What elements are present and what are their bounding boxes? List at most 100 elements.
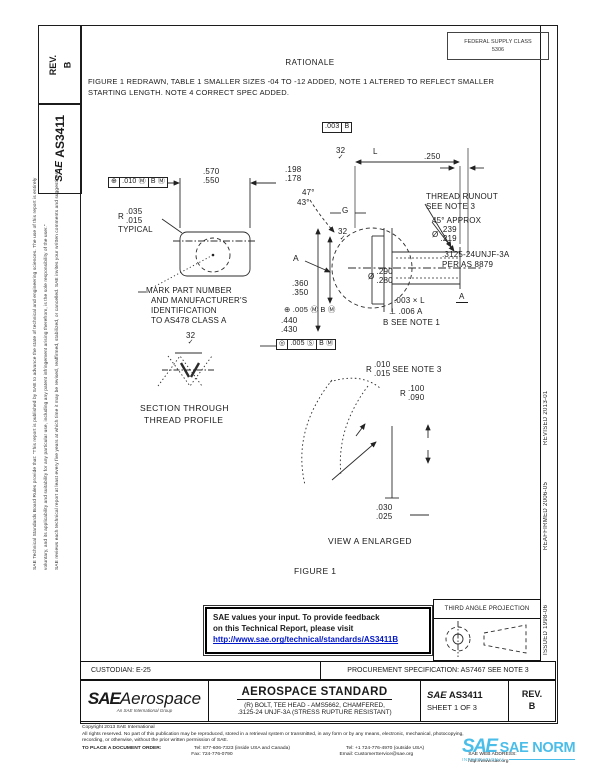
view-a-arrow-label: A	[293, 253, 299, 263]
thread-spec-ref: PER AS 8879	[442, 260, 494, 269]
fcf-symbol: ⊕	[109, 178, 121, 187]
radius-symbol: R	[366, 365, 372, 375]
dim-bottom: .280	[376, 275, 393, 285]
rationale-heading: RATIONALE	[285, 58, 335, 67]
dim-top: .198	[285, 165, 302, 174]
doc-cell-number: AS3411	[448, 690, 483, 701]
surface-finish-32-thread: 32✓	[186, 331, 196, 347]
dim-250: .250	[424, 152, 441, 161]
sae-aerospace-logo: SAEAerospace An SAE International Group	[81, 681, 209, 721]
marking-note: MARK PART NUMBER AND MANUFACTURER'S IDEN…	[146, 286, 247, 326]
check-icon: ✓	[339, 235, 346, 242]
title-block: SAEAerospace An SAE International Group …	[80, 680, 556, 722]
dim-bottom: .025	[376, 511, 393, 521]
dim-top: .570	[203, 167, 220, 176]
saenorm-watermark: SAE SAE NORM INTERNATIONAL	[462, 736, 576, 762]
note-line: TO AS478 CLASS A	[151, 316, 227, 325]
thread-spec: .3125-24UNJF-3A	[442, 250, 510, 259]
check-icon: ✓	[187, 339, 194, 346]
federal-supply-class-stamp: FEDERAL SUPPLY CLASS 5306	[447, 32, 549, 60]
fcf-datum: B	[344, 123, 350, 130]
dim-bottom: .430	[281, 324, 298, 334]
watermark-rule	[509, 759, 576, 760]
web-address: SAE WEB ADDRESS: http://www.sae.org	[468, 752, 517, 765]
standard-title-cell: AEROSPACE STANDARD (R) BOLT, TEE HEAD - …	[209, 681, 421, 721]
feedback-line-1: SAE values your input. To provide feedba…	[213, 613, 380, 622]
dim-bottom: .350	[292, 287, 309, 297]
order-row-1: TO PLACE A DOCUMENT ORDER: Tel: 877-606-…	[82, 746, 556, 753]
custodian-cell: CUSTODIAN: E-25	[81, 662, 321, 679]
watermark-sub: INTERNATIONAL	[462, 757, 506, 762]
stamp-line-1: FEDERAL SUPPLY CLASS	[464, 38, 532, 45]
sheet-frame	[80, 25, 558, 724]
watermark-name: SAE NORM	[499, 740, 576, 756]
email: Email: CustomerService@sae.org	[339, 752, 414, 758]
feedback-link[interactable]: http://www.sae.org/technical/standards/A…	[213, 635, 399, 645]
note-line: AND MANUFACTURER'S	[151, 296, 248, 305]
dia-239-219: Ø .239.219	[432, 225, 457, 243]
copyright-line-1: Copyright 2013 SAE International	[82, 725, 155, 730]
dim-570-550: .570.550	[203, 167, 220, 185]
right-margin-divider	[540, 25, 542, 661]
approx-45: 45° APPROX	[432, 216, 482, 225]
surface-value: 32	[338, 227, 348, 236]
check-icon: ✓	[337, 154, 344, 161]
view-a-sketch	[301, 377, 431, 516]
dim-bottom: .178	[285, 173, 302, 183]
angle-47: 47°	[302, 188, 315, 197]
procurement-cell: PROCUREMENT SPECIFICATION: AS7467 SEE NO…	[347, 667, 529, 674]
custodian-row: CUSTODIAN: E-25 PROCUREMENT SPECIFICATIO…	[80, 661, 556, 680]
fcf-tolerance: .005 Ⓢ	[288, 340, 318, 349]
radius-symbol: R	[118, 212, 124, 222]
logo-aerospace: Aerospace	[119, 688, 202, 708]
logo-sae: SAE	[87, 688, 121, 708]
dim-top: .440	[281, 316, 298, 325]
surface-finish-32-top: 32✓	[336, 146, 346, 162]
datum-a-flag: A	[456, 292, 468, 303]
logo-tagline: An SAE International Group	[116, 707, 173, 713]
dim-top: .290	[376, 267, 393, 276]
head-top-view	[138, 178, 276, 293]
datum-b-note: B SEE NOTE 1	[383, 318, 441, 327]
dim-top: .100	[407, 384, 425, 393]
feedback-box: SAE values your input. To provide feedba…	[203, 605, 433, 656]
dim-bottom: .015	[125, 215, 143, 225]
watermark-sae-logo: SAE	[462, 736, 498, 757]
caption-line: THREAD PROFILE	[144, 414, 224, 425]
note-line: TYPICAL	[118, 225, 153, 235]
note-line: MARK PART NUMBER	[146, 286, 232, 295]
radius-010-note: R .010.015 SEE NOTE 3	[366, 360, 441, 378]
dim-360-350: .360.350	[292, 279, 309, 297]
note-line: SEE NOTE 3	[426, 201, 476, 211]
rev-cell: REV. B	[509, 681, 555, 721]
legal-text-line-3: SAE reviews each technical report at lea…	[55, 170, 60, 570]
copyright-block: Copyright 2013 SAE International All rig…	[82, 725, 556, 766]
angle-43: 43°	[297, 198, 310, 207]
fax: Fax: 724-776-0790	[191, 752, 233, 758]
stamp-line-2: 5306	[491, 47, 505, 53]
surface-value: 32	[186, 331, 196, 340]
doc-number-cell: SAE AS3411 SHEET 1 OF 3	[421, 681, 509, 721]
fcf-symbol: ◎	[277, 340, 289, 349]
surface-finish-32-shank: 32✓	[338, 227, 348, 243]
dim-440-430: .440.430	[281, 316, 298, 334]
feedback-line-2: on this Technical Report, please visit	[213, 624, 354, 634]
thread-callout: .3125-24UNJF-3A PER AS 8879	[442, 250, 509, 270]
dim-G: G	[342, 206, 349, 215]
order-label: TO PLACE A DOCUMENT ORDER:	[82, 745, 162, 751]
dim-bottom: .015	[373, 368, 391, 378]
dim-top: .010	[373, 360, 391, 369]
standard-subtitle-1: (R) BOLT, TEE HEAD - AMS5662, CHAMFERED,	[244, 702, 385, 709]
surface-value: 32	[336, 146, 346, 155]
tel-us: Tel: 877-606-7323 (inside USA and Canada…	[194, 745, 290, 751]
thread-runout-note: THREAD RUNOUT SEE NOTE 3	[426, 192, 498, 211]
rev-cell-value: B	[528, 701, 536, 711]
note-line: IDENTIFICATION	[151, 306, 217, 315]
reaffirmed-date: REAFFIRMED 2006-05	[543, 481, 549, 550]
rationale-line-1: FIGURE 1 REDRAWN, TABLE 1 SMALLER SIZES …	[88, 77, 495, 86]
dim-top: .035	[125, 207, 143, 216]
copyright-line-2: All rights reserved. No part of this pub…	[82, 731, 464, 737]
dim-bottom: .550	[203, 175, 220, 185]
